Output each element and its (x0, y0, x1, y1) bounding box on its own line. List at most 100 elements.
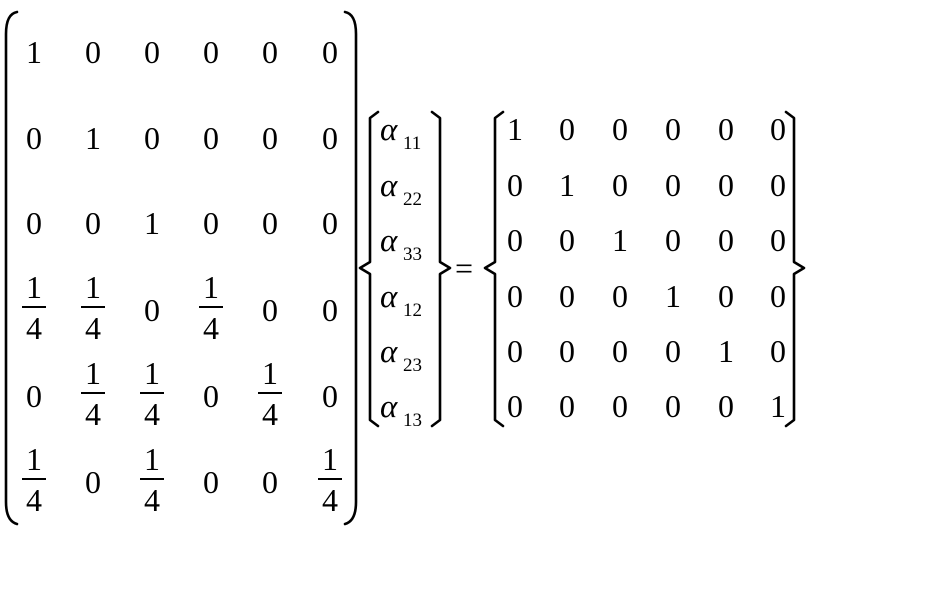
alpha-symbol: α (380, 334, 398, 370)
matrix-cell: 0 (665, 388, 681, 424)
alpha-subscript: 11 (403, 133, 421, 154)
matrix-entry: 0 (203, 120, 219, 156)
matrix-cell: 0 (612, 388, 628, 424)
fraction-numerator: 1 (203, 269, 219, 305)
fraction-numerator: 1 (26, 441, 42, 477)
matrix-cell-fraction: 14 (81, 355, 105, 432)
matrix-entry: 0 (203, 205, 219, 241)
left-matrix-open-paren (4, 10, 19, 526)
left-matrix-close-paren (343, 10, 358, 526)
matrix-entry: 0 (665, 388, 681, 424)
matrix-entry: 0 (144, 34, 160, 70)
matrix-entry: 0 (718, 278, 734, 314)
matrix-cell-fraction: 14 (22, 441, 46, 518)
matrix-cell: 0 (559, 333, 575, 369)
matrix-cell: 0 (718, 388, 734, 424)
matrix-entry: 0 (26, 120, 42, 156)
matrix-entry: 0 (612, 167, 628, 203)
matrix-entry: 0 (612, 388, 628, 424)
matrix-entry: 0 (665, 222, 681, 258)
matrix-entry: 0 (85, 464, 101, 500)
matrix-entry: 0 (322, 205, 338, 241)
matrix-cell: 1 (665, 278, 681, 314)
matrix-cell: 0 (26, 205, 42, 241)
matrix-cell: 0 (203, 205, 219, 241)
matrix-cell: 0 (85, 464, 101, 500)
matrix-entry: 0 (262, 34, 278, 70)
fraction-denominator: 4 (85, 310, 101, 346)
matrix-cell: 0 (507, 333, 523, 369)
matrix-cell: 0 (770, 111, 786, 147)
matrix-entry: 0 (770, 222, 786, 258)
matrix-entry: 0 (262, 464, 278, 500)
matrix-entry: 0 (144, 120, 160, 156)
matrix-cell-fraction: 14 (318, 441, 342, 518)
matrix-cell: 0 (144, 34, 160, 70)
fraction-numerator: 1 (85, 355, 101, 391)
matrix-cell: 0 (559, 388, 575, 424)
matrix-cell: 1 (559, 167, 575, 203)
matrix-entry: 0 (26, 205, 42, 241)
matrix-cell: 0 (612, 167, 628, 203)
matrix-entry: 0 (559, 278, 575, 314)
equals-sign: = (455, 250, 473, 286)
matrix-cell-fraction: 14 (22, 269, 46, 346)
fraction-numerator: 1 (262, 355, 278, 391)
matrix-entry: 0 (665, 333, 681, 369)
matrix-cell: 0 (322, 34, 338, 70)
matrix-entry: 0 (203, 34, 219, 70)
alpha-symbol: α (380, 389, 398, 425)
alpha-subscript: 23 (403, 355, 422, 376)
matrix-entry: 0 (770, 111, 786, 147)
matrix-cell: 0 (559, 278, 575, 314)
result-matrix-close-brace (784, 110, 806, 428)
matrix-entry: 0 (665, 111, 681, 147)
matrix-entry: 0 (559, 388, 575, 424)
matrix-entry: 0 (612, 278, 628, 314)
result-matrix-open-brace (483, 110, 505, 428)
matrix-cell: 0 (322, 120, 338, 156)
matrix-entry: 0 (144, 292, 160, 328)
matrix-cell: 0 (559, 222, 575, 258)
fraction-denominator: 4 (26, 310, 42, 346)
matrix-cell-fraction: 14 (81, 269, 105, 346)
matrix-entry: 0 (507, 167, 523, 203)
matrix-entry: 0 (262, 205, 278, 241)
matrix-entry: 1 (612, 222, 628, 258)
matrix-cell: 0 (203, 120, 219, 156)
matrix-cell: 1 (144, 205, 160, 241)
matrix-cell: 0 (144, 120, 160, 156)
matrix-cell: 0 (665, 167, 681, 203)
matrix-entry: 1 (26, 34, 42, 70)
matrix-entry: 0 (203, 464, 219, 500)
vector-close-brace (430, 110, 452, 428)
matrix-entry: 0 (665, 167, 681, 203)
matrix-cell: 0 (85, 205, 101, 241)
matrix-cell: 0 (85, 34, 101, 70)
matrix-cell-fraction: 14 (258, 355, 282, 432)
matrix-cell: 0 (718, 222, 734, 258)
matrix-entry: 0 (718, 222, 734, 258)
alpha-subscript: 13 (403, 410, 422, 431)
matrix-cell: 0 (507, 167, 523, 203)
matrix-cell: 0 (262, 464, 278, 500)
matrix-cell: 0 (203, 464, 219, 500)
matrix-entry: 0 (322, 120, 338, 156)
matrix-cell: 0 (507, 278, 523, 314)
matrix-cell: 0 (718, 278, 734, 314)
matrix-cell: 0 (507, 222, 523, 258)
matrix-entry: 0 (718, 167, 734, 203)
matrix-cell: 0 (612, 278, 628, 314)
matrix-entry: 0 (612, 333, 628, 369)
fraction-numerator: 1 (144, 355, 160, 391)
matrix-cell-fraction: 14 (140, 355, 164, 432)
matrix-entry: 0 (770, 333, 786, 369)
matrix-entry: 0 (26, 378, 42, 414)
matrix-entry: 0 (559, 222, 575, 258)
fraction-denominator: 4 (144, 482, 160, 518)
